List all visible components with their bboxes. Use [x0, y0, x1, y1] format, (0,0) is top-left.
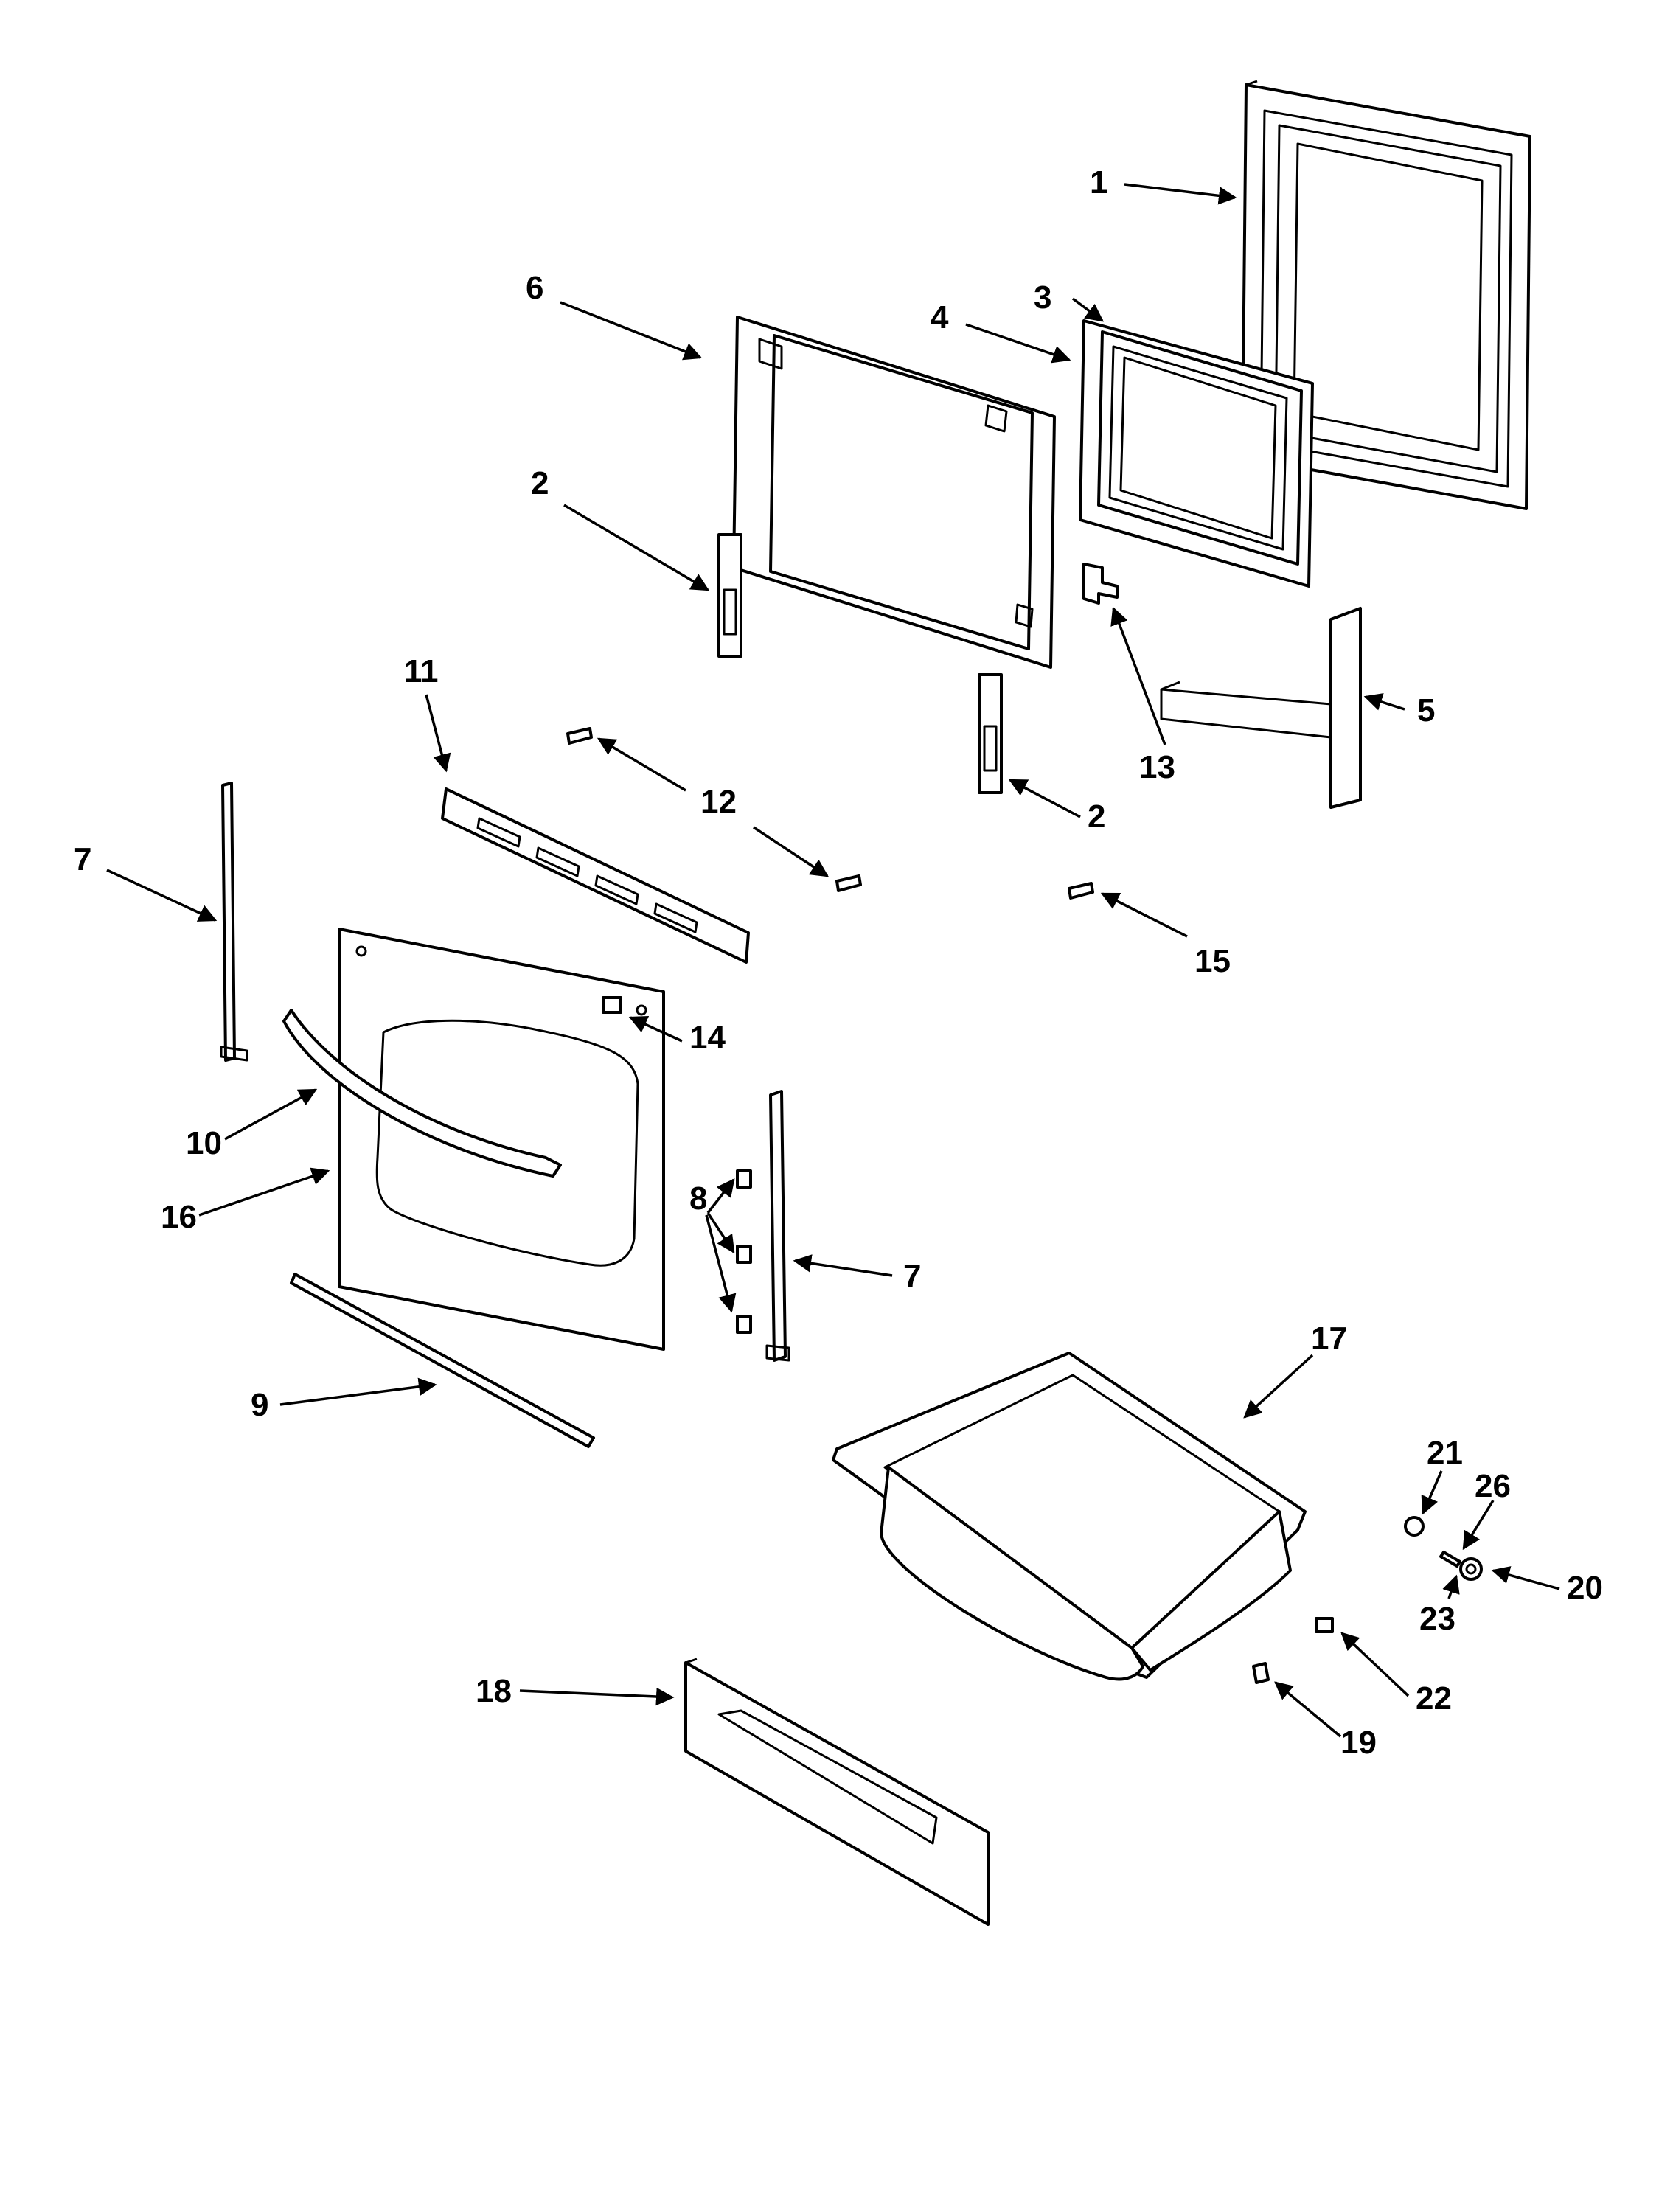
part-hinge-right: [978, 673, 1003, 794]
callout-1: 1: [1090, 164, 1107, 201]
callout-20: 20: [1567, 1570, 1603, 1606]
part-bottom-trim: [290, 1273, 595, 1448]
part-clip-14: [602, 996, 622, 1014]
callout-3: 3: [1034, 279, 1051, 316]
part-side-strip-left: [220, 782, 248, 1062]
callout-labels: 1 3 4 6 2 2 13 5 11 12 15 7 14 10 16 8 7…: [74, 164, 1603, 1761]
part-screw-12b: [835, 874, 862, 892]
part-nut-21: [1404, 1516, 1425, 1537]
callout-13: 13: [1139, 749, 1175, 785]
part-bracket: [1082, 563, 1119, 605]
part-vent-trim: [441, 787, 750, 964]
callout-7-right: 7: [903, 1258, 921, 1294]
callout-5: 5: [1417, 692, 1435, 728]
part-inner-door-frame: [732, 316, 1056, 669]
part-outer-door-panel: [1241, 80, 1531, 510]
part-hinge-left: [717, 533, 742, 658]
part-screw-12a: [566, 727, 593, 745]
callout-7-left: 7: [74, 841, 91, 877]
callout-2-upper: 2: [531, 465, 549, 501]
part-storage-drawer: [832, 1352, 1307, 1681]
part-knob-20: [1459, 1557, 1483, 1581]
part-side-trim: [1160, 607, 1362, 809]
callout-6: 6: [526, 270, 543, 306]
callout-12: 12: [700, 784, 737, 820]
callout-4: 4: [931, 299, 949, 335]
callout-18: 18: [476, 1673, 512, 1709]
part-door-handle: [282, 1009, 562, 1178]
callout-19: 19: [1340, 1725, 1377, 1761]
callout-22: 22: [1416, 1680, 1452, 1717]
part-door-glass-pack: [1079, 319, 1314, 588]
part-clip-22: [1315, 1617, 1334, 1633]
leader-lines: [106, 183, 1560, 1738]
part-outer-door: [338, 928, 665, 1351]
part-clips-8: [736, 1169, 752, 1334]
callout-26: 26: [1475, 1468, 1511, 1504]
callout-2-lower: 2: [1088, 799, 1105, 835]
callout-23: 23: [1419, 1601, 1455, 1637]
callout-9: 9: [251, 1387, 268, 1423]
callout-21: 21: [1427, 1435, 1463, 1471]
callout-15: 15: [1194, 943, 1231, 979]
callout-14: 14: [689, 1020, 726, 1056]
callout-16: 16: [161, 1199, 197, 1235]
callout-11: 11: [404, 653, 439, 689]
part-side-strip-right: [765, 1090, 790, 1362]
callout-17: 17: [1311, 1321, 1347, 1357]
part-drawer-front: [684, 1658, 990, 1926]
callout-8: 8: [689, 1180, 707, 1217]
part-screw-15: [1068, 882, 1094, 900]
part-screw-19: [1252, 1662, 1270, 1684]
callout-10: 10: [186, 1125, 222, 1161]
part-stud-26: [1439, 1551, 1461, 1568]
